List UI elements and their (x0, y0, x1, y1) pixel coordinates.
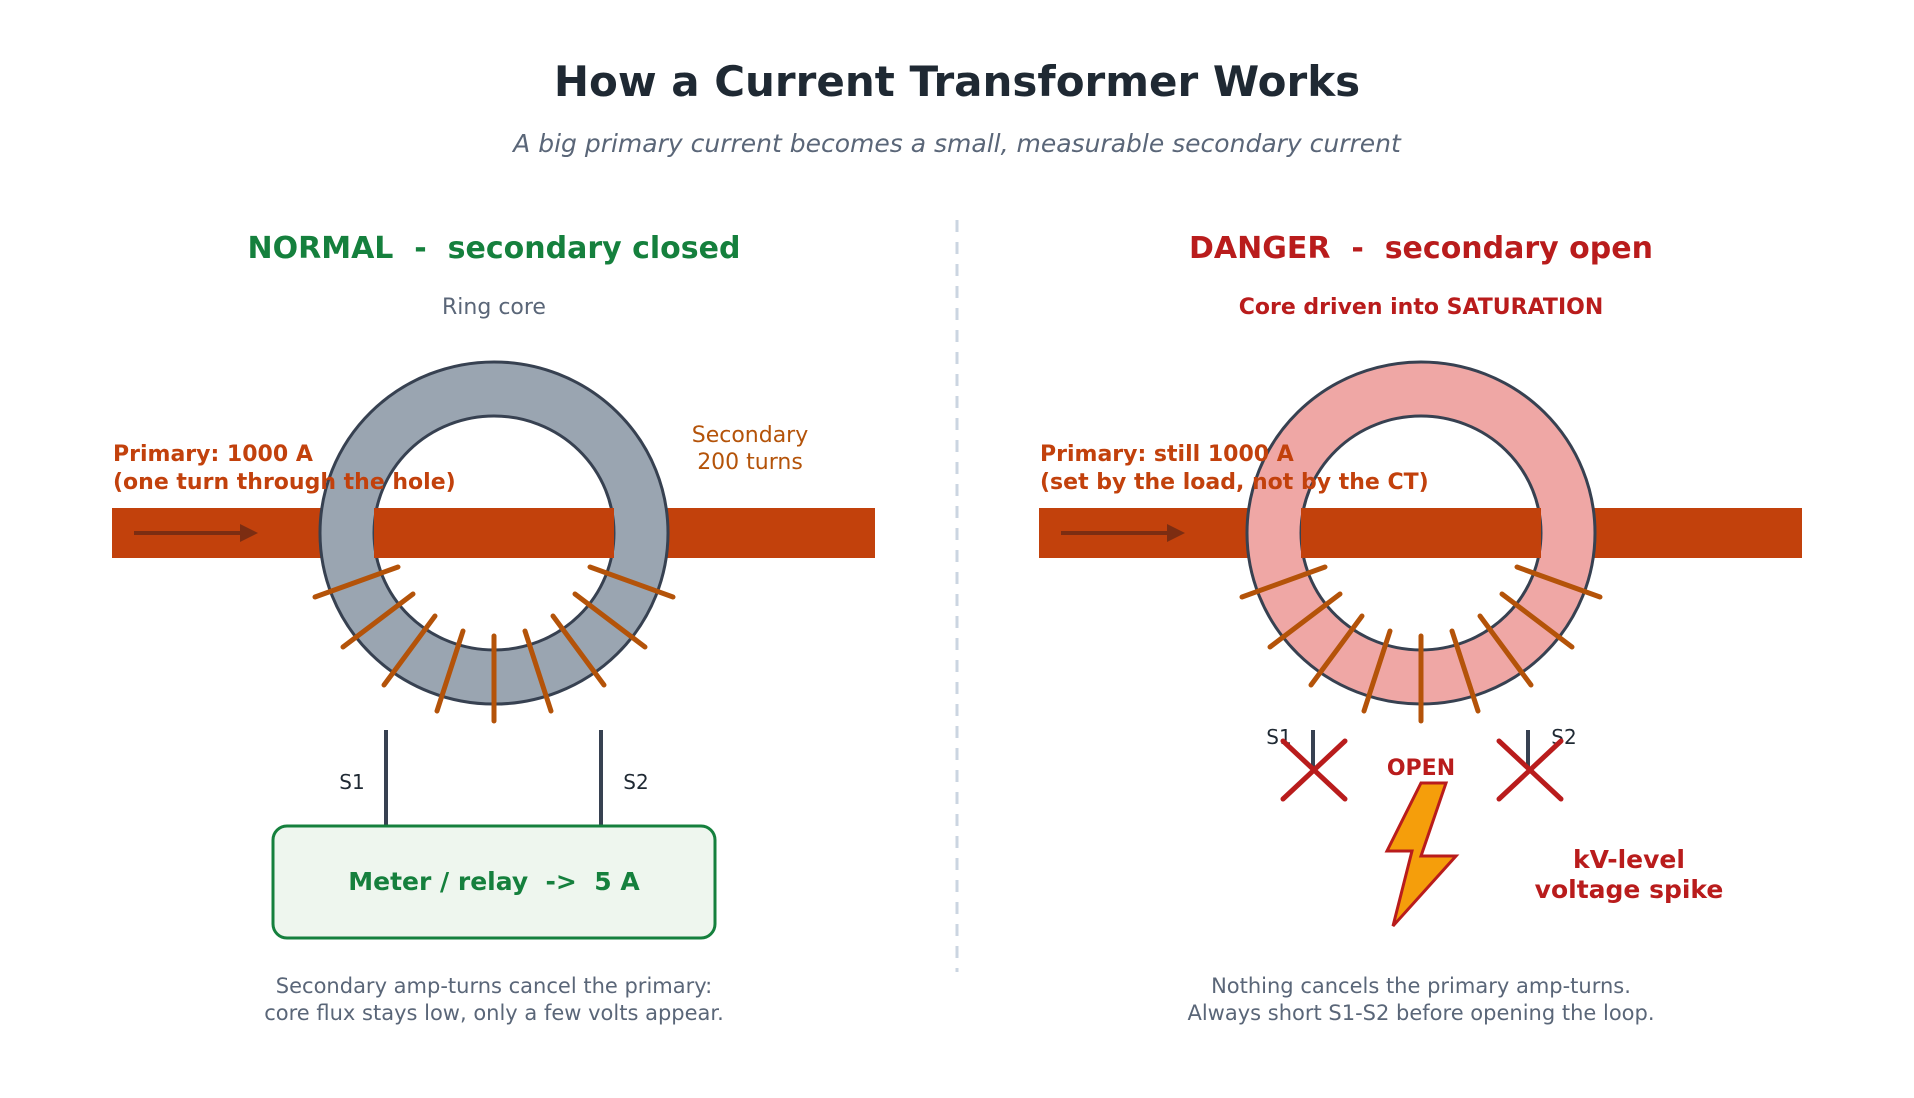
terminal-s2-label: S2 (623, 770, 648, 794)
normal-panel: NORMAL - secondary closed Ring core P (112, 231, 875, 1025)
x-mark-icon (1496, 738, 1564, 802)
danger-caption-line2: Always short S1-S2 before opening the lo… (1187, 1001, 1654, 1025)
arrow-right-icon (1061, 524, 1185, 542)
spike-label-line1: kV-level (1573, 845, 1685, 874)
x-mark-icon (1280, 738, 1348, 802)
saturation-label: Core driven into SATURATION (1239, 295, 1604, 320)
danger-heading: DANGER - secondary open (1189, 231, 1653, 266)
primary-bus-right (660, 508, 875, 558)
diagram-subtitle: A big primary current becomes a small, m… (511, 129, 1402, 158)
diagram-title: How a Current Transformer Works (554, 57, 1360, 106)
meter-relay-box (271, 824, 717, 940)
primary-label-line1: Primary: 1000 A (113, 442, 313, 467)
normal-caption-line2: core flux stays low, only a few volts ap… (264, 1001, 724, 1025)
primary-label-line2: (set by the load, not by the CT) (1040, 470, 1429, 495)
primary-bus-right (1587, 508, 1802, 558)
danger-caption-line1: Nothing cancels the primary amp-turns. (1211, 974, 1631, 998)
secondary-label-line2: 200 turns (697, 450, 803, 475)
meter-relay-label: Meter / relay -> 5 A (348, 867, 640, 896)
ring-core-label: Ring core (442, 295, 546, 320)
primary-label-line1: Primary: still 1000 A (1040, 442, 1294, 467)
primary-bus-through-core (1301, 508, 1541, 558)
lightning-bolt-icon (1384, 781, 1460, 928)
primary-bus-through-core (374, 508, 614, 558)
spike-label-line2: voltage spike (1535, 875, 1724, 904)
terminal-s1-label: S1 (339, 770, 364, 794)
danger-panel: DANGER - secondary open Core driven into… (1039, 231, 1802, 1025)
secondary-label-line1: Secondary (692, 423, 809, 448)
secondary-winding (1239, 564, 1603, 724)
arrow-right-icon (134, 524, 258, 542)
normal-heading: NORMAL - secondary closed (248, 231, 741, 266)
open-label: OPEN (1387, 756, 1455, 781)
primary-label-line2: (one turn through the hole) (113, 470, 456, 495)
normal-caption-line1: Secondary amp-turns cancel the primary: (276, 974, 712, 998)
secondary-winding (312, 564, 676, 724)
